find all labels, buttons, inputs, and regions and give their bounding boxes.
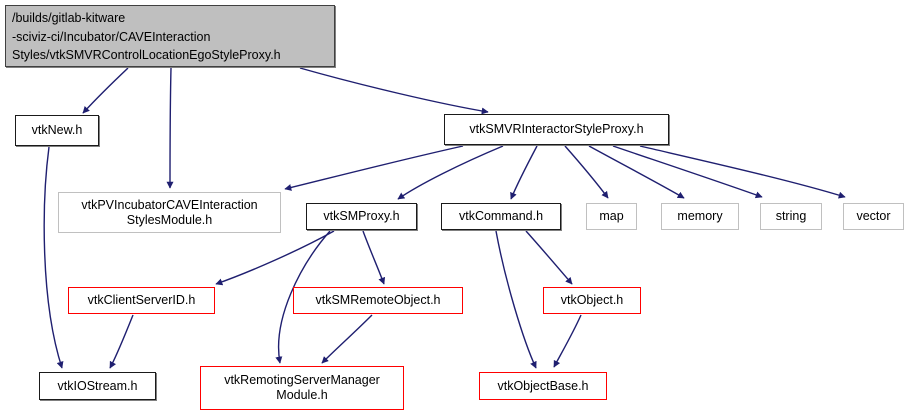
edge-vtkNew-to-ioStream xyxy=(43,146,64,369)
graph-node-remotingModule[interactable]: vtkRemotingServerManager Module.h xyxy=(200,366,404,410)
graph-node-label: string xyxy=(775,209,807,223)
edge-smRemoteObject-to-remotingModule xyxy=(321,314,373,364)
graph-node-label: /builds/gitlab-kitware -sciviz-ci/Incuba… xyxy=(12,11,281,62)
graph-node-root[interactable]: /builds/gitlab-kitware -sciviz-ci/Incuba… xyxy=(5,5,335,67)
graph-node-label: vtkObjectBase.h xyxy=(497,378,589,393)
graph-node-label: vtkNew.h xyxy=(31,123,83,137)
edge-clientServerID-to-ioStream xyxy=(109,314,134,369)
graph-node-objectBase[interactable]: vtkObjectBase.h xyxy=(479,372,607,400)
graph-node-clientServerID[interactable]: vtkClientServerID.h xyxy=(68,287,215,314)
graph-node-memory[interactable]: memory xyxy=(661,203,739,230)
graph-node-vector[interactable]: vector xyxy=(843,203,904,230)
edge-vtkCommand-to-objectBase xyxy=(495,230,537,369)
graph-node-vtkObject[interactable]: vtkObject.h xyxy=(543,287,641,314)
graph-node-label: vtkSMVRInteractorStyleProxy.h xyxy=(469,122,644,136)
graph-node-module[interactable]: vtkPVIncubatorCAVEInteraction StylesModu… xyxy=(58,192,281,233)
edge-styleProxy-to-vector xyxy=(639,145,846,199)
edge-vtkObject-to-objectBase xyxy=(553,314,582,368)
graph-node-label: vtkPVIncubatorCAVEInteraction StylesModu… xyxy=(81,197,258,227)
edge-root-to-vtkNew xyxy=(82,67,129,114)
edge-root-to-styleProxy xyxy=(299,67,489,115)
graph-node-label: vtkCommand.h xyxy=(458,209,544,223)
edge-styleProxy-to-memory xyxy=(588,145,685,199)
graph-node-label: vector xyxy=(856,209,891,223)
edge-vtkSMProxy-to-clientServerID xyxy=(215,230,335,286)
graph-node-map[interactable]: map xyxy=(586,203,637,230)
edge-vtkSMProxy-to-smRemoteObject xyxy=(362,230,386,285)
graph-node-vtkNew[interactable]: vtkNew.h xyxy=(15,115,99,146)
graph-node-label: vtkIOStream.h xyxy=(57,378,138,393)
graph-node-label: map xyxy=(599,209,624,223)
graph-node-label: memory xyxy=(677,209,723,223)
graph-node-vtkSMProxy[interactable]: vtkSMProxy.h xyxy=(306,203,417,230)
edge-styleProxy-to-string xyxy=(612,145,763,199)
edge-vtkCommand-to-vtkObject xyxy=(525,230,573,285)
graph-node-label: vtkObject.h xyxy=(560,293,624,307)
graph-node-label: vtkClientServerID.h xyxy=(87,293,196,307)
graph-node-smRemoteObject[interactable]: vtkSMRemoteObject.h xyxy=(293,287,463,314)
graph-node-string[interactable]: string xyxy=(760,203,822,230)
edge-styleProxy-to-vtkSMProxy xyxy=(397,145,504,200)
graph-node-label: vtkSMRemoteObject.h xyxy=(315,293,441,307)
graph-node-label: vtkSMProxy.h xyxy=(323,209,400,223)
edge-styleProxy-to-module xyxy=(284,145,464,191)
graph-node-label: vtkRemotingServerManager Module.h xyxy=(224,373,380,402)
graph-node-vtkCommand[interactable]: vtkCommand.h xyxy=(441,203,561,230)
edge-styleProxy-to-map xyxy=(564,145,609,199)
edge-styleProxy-to-vtkCommand xyxy=(510,145,538,200)
edge-root-to-module xyxy=(166,67,174,189)
graph-node-styleProxy[interactable]: vtkSMVRInteractorStyleProxy.h xyxy=(444,114,669,145)
graph-node-ioStream[interactable]: vtkIOStream.h xyxy=(39,372,156,400)
